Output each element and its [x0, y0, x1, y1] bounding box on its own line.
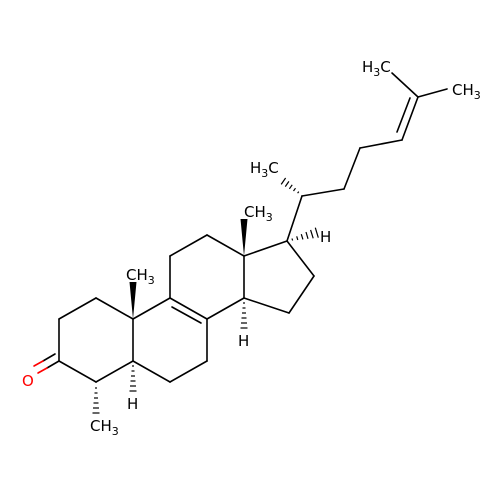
methyl-c26-label: H3C: [362, 58, 391, 79]
hashed-bonds: [92, 177, 319, 414]
bond-c8-c9: [169, 297, 208, 320]
ring-b-bonds: [132, 297, 208, 383]
methyl-c27-label: CH3: [452, 81, 481, 102]
bond-c16-c15: [288, 275, 315, 314]
bond-c6-c7: [169, 360, 208, 383]
bond-c25-c26: [391, 72, 419, 98]
bond-c23-c24: [359, 139, 403, 149]
bond-c4-c5: [95, 360, 134, 383]
methyl-c19-label: CH3: [126, 266, 155, 287]
bond-c14-c8: [206, 297, 245, 320]
side-chain-bonds: [286, 72, 448, 242]
bond-c12-c13: [206, 234, 245, 257]
h-c17-label: H: [320, 228, 331, 246]
carbonyl-bond: [33, 353, 60, 374]
oxygen-label: O: [22, 372, 34, 390]
wedge-c10-methyl: [129, 282, 137, 319]
bond-c13-c17: [243, 240, 288, 257]
bond-c25-c27: [417, 88, 448, 98]
bond-c11-c12: [169, 234, 208, 257]
bond-c5-c6: [132, 360, 171, 383]
h-c14-label: H: [238, 332, 249, 350]
bond-c3-o-a: [46, 360, 60, 369]
bond-c8-c9-double: [171, 306, 202, 324]
methyl-c18-label: CH3: [244, 203, 273, 224]
bond-c3-o-b: [42, 353, 56, 362]
bond-c3-o-b-red: [33, 360, 44, 367]
bond-c20-c22: [301, 188, 345, 197]
ring-d-bonds: [243, 240, 315, 314]
wedge-c13-methyl: [240, 219, 248, 256]
bond-c24-c25-double: [396, 97, 411, 133]
bond-c1-c2: [58, 297, 97, 320]
ring-a-bonds: [58, 297, 134, 383]
bond-c17-c20: [286, 195, 303, 242]
bond-c15-c14: [243, 297, 290, 314]
hash-c20-methyl: [280, 177, 300, 194]
hash-c5-h: [129, 365, 137, 392]
bond-c22-c23: [343, 147, 361, 190]
bond-c17-c16: [286, 240, 315, 277]
hash-c14-h: [240, 302, 248, 329]
methyl-c4-label: CH3: [90, 417, 119, 438]
bond-c9-c10: [132, 297, 171, 320]
bond-c24-c25: [401, 96, 419, 141]
hash-c17-h: [291, 227, 319, 241]
atom-labels: O H H H CH3 CH3 CH3 H3C H3C CH3: [22, 58, 481, 438]
bond-c3-o-a-red: [37, 367, 48, 374]
h-c5-label: H: [127, 395, 138, 413]
hash-c4-methyl: [92, 387, 100, 414]
wedge-bonds: [129, 219, 248, 319]
methyl-c21-label: H3C: [250, 159, 279, 180]
bond-c3-c4: [58, 360, 97, 383]
ring-c-bonds: [169, 234, 245, 320]
bond-c10-c1: [95, 297, 134, 320]
